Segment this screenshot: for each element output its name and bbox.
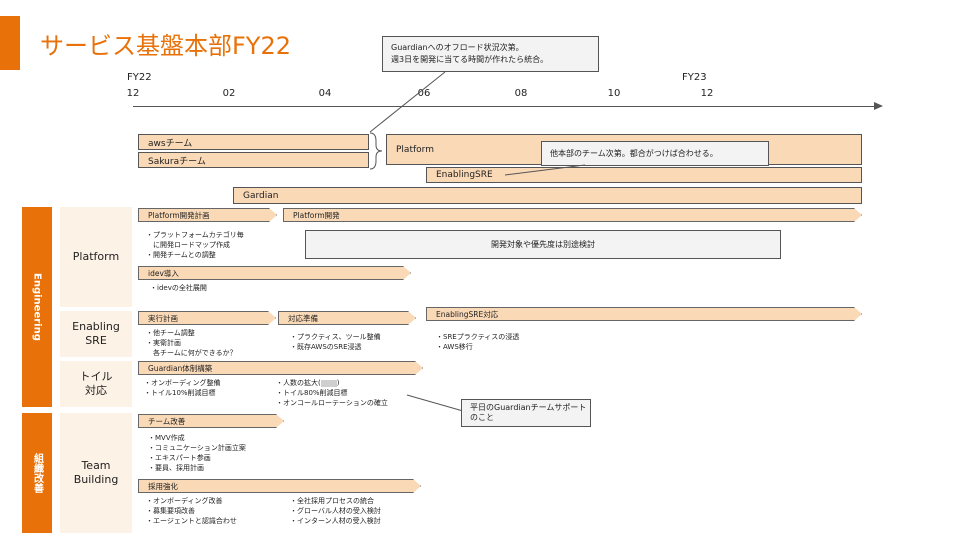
notes-toil-right: ・トイル80%削減目標 ・オンコールローテーションの確立: [276, 389, 388, 407]
notes-hiring-left: ・オンボーディング改善 ・募集要項改善 ・エージェントと認識合わせ: [146, 497, 237, 525]
callout-pointer-line: [504, 164, 586, 176]
notes-enabling-sre: ・SREプラクティスの浸透 ・AWS移行: [436, 333, 520, 351]
category-platform: Platform: [60, 207, 132, 307]
timeline-axis-arrowhead: [874, 102, 883, 110]
task-idev: idev導入: [138, 266, 411, 280]
notes-exec-plan: ・他チーム調整 ・実衛計画 各チームに何ができるか？: [146, 329, 237, 357]
callout-other-dept: 他本部のチーム次第。都合がつけば合わせる。: [541, 141, 769, 166]
title-accent-bar: [0, 16, 20, 70]
team-bar-enabling-sre: EnablingSRE: [426, 167, 862, 183]
merge-brace-icon: [369, 132, 383, 170]
notes-toil-right-first: ・人数の拡大(): [276, 379, 340, 387]
callout-pointer-line: [369, 71, 446, 133]
task-prep: 対応準備: [278, 311, 416, 325]
callout-guardian-offload: Guardianへのオフロード状況次第。 週3日を開発に当てる時間が作れたら統合…: [382, 36, 599, 72]
notes-platform-plan: ・プラットフォームカテゴリ毎 に開発ロードマップ作成 ・開発チームとの調整: [146, 231, 244, 259]
dev-target-box: 開発対象や優先度は別途検討: [305, 230, 781, 259]
callout-weekday-support: 平日のGuardianチームサポート のこと: [461, 399, 591, 427]
task-team-improve: チーム改善: [138, 414, 284, 428]
month-tick: 12: [126, 88, 140, 99]
month-tick: 10: [607, 88, 621, 99]
task-enabling-sre: EnablingSRE対応: [426, 307, 862, 321]
group-engineering: Engineering: [22, 207, 52, 407]
month-tick: 02: [222, 88, 236, 99]
callout-pointer-line: [406, 394, 464, 412]
task-platform-plan: Platform開発計画: [138, 208, 277, 222]
task-hiring: 採用強化: [138, 479, 421, 493]
fy-end-label: FY23: [682, 72, 707, 83]
notes-toil-left: ・オンボーディング整備 ・トイル10%削減目標: [144, 379, 221, 397]
category-toil: トイル 対応: [60, 361, 132, 407]
timeline-axis: [133, 106, 877, 107]
month-tick: 06: [417, 88, 431, 99]
fy-start-label: FY22: [127, 72, 152, 83]
team-bar-sakura: Sakuraチーム: [138, 152, 369, 168]
task-exec-plan: 実行計画: [138, 311, 276, 325]
month-tick: 08: [514, 88, 528, 99]
task-platform-dev: Platform開発: [283, 208, 862, 222]
notes-idev: ・idevの全社展開: [150, 284, 207, 292]
category-team-building: Team Building: [60, 413, 132, 533]
group-org-improvement: 組織改善: [22, 413, 52, 533]
notes-prep: ・プラクティス、ツール整備 ・既存AWSのSRE浸透: [290, 333, 381, 351]
notes-team-improve: ・MVV作成 ・コミュニケーション計画立案 ・エキスパート参画 ・要員、採用計画: [148, 434, 246, 472]
month-tick: 12: [700, 88, 714, 99]
redacted-mask: [320, 379, 337, 387]
category-enabling-sre: Enabling SRE: [60, 311, 132, 357]
team-bar-gardian: Gardian: [233, 187, 862, 204]
month-tick: 04: [318, 88, 332, 99]
notes-hiring-right: ・全社採用プロセスの統合 ・グローバル人材の受入検討 ・インターン人材の受入検討: [290, 497, 381, 525]
page-title: サービス基盤本部FY22: [40, 32, 292, 60]
task-guardian-build: Guardian体制構築: [138, 361, 423, 375]
team-bar-aws: awsチーム: [138, 134, 369, 150]
